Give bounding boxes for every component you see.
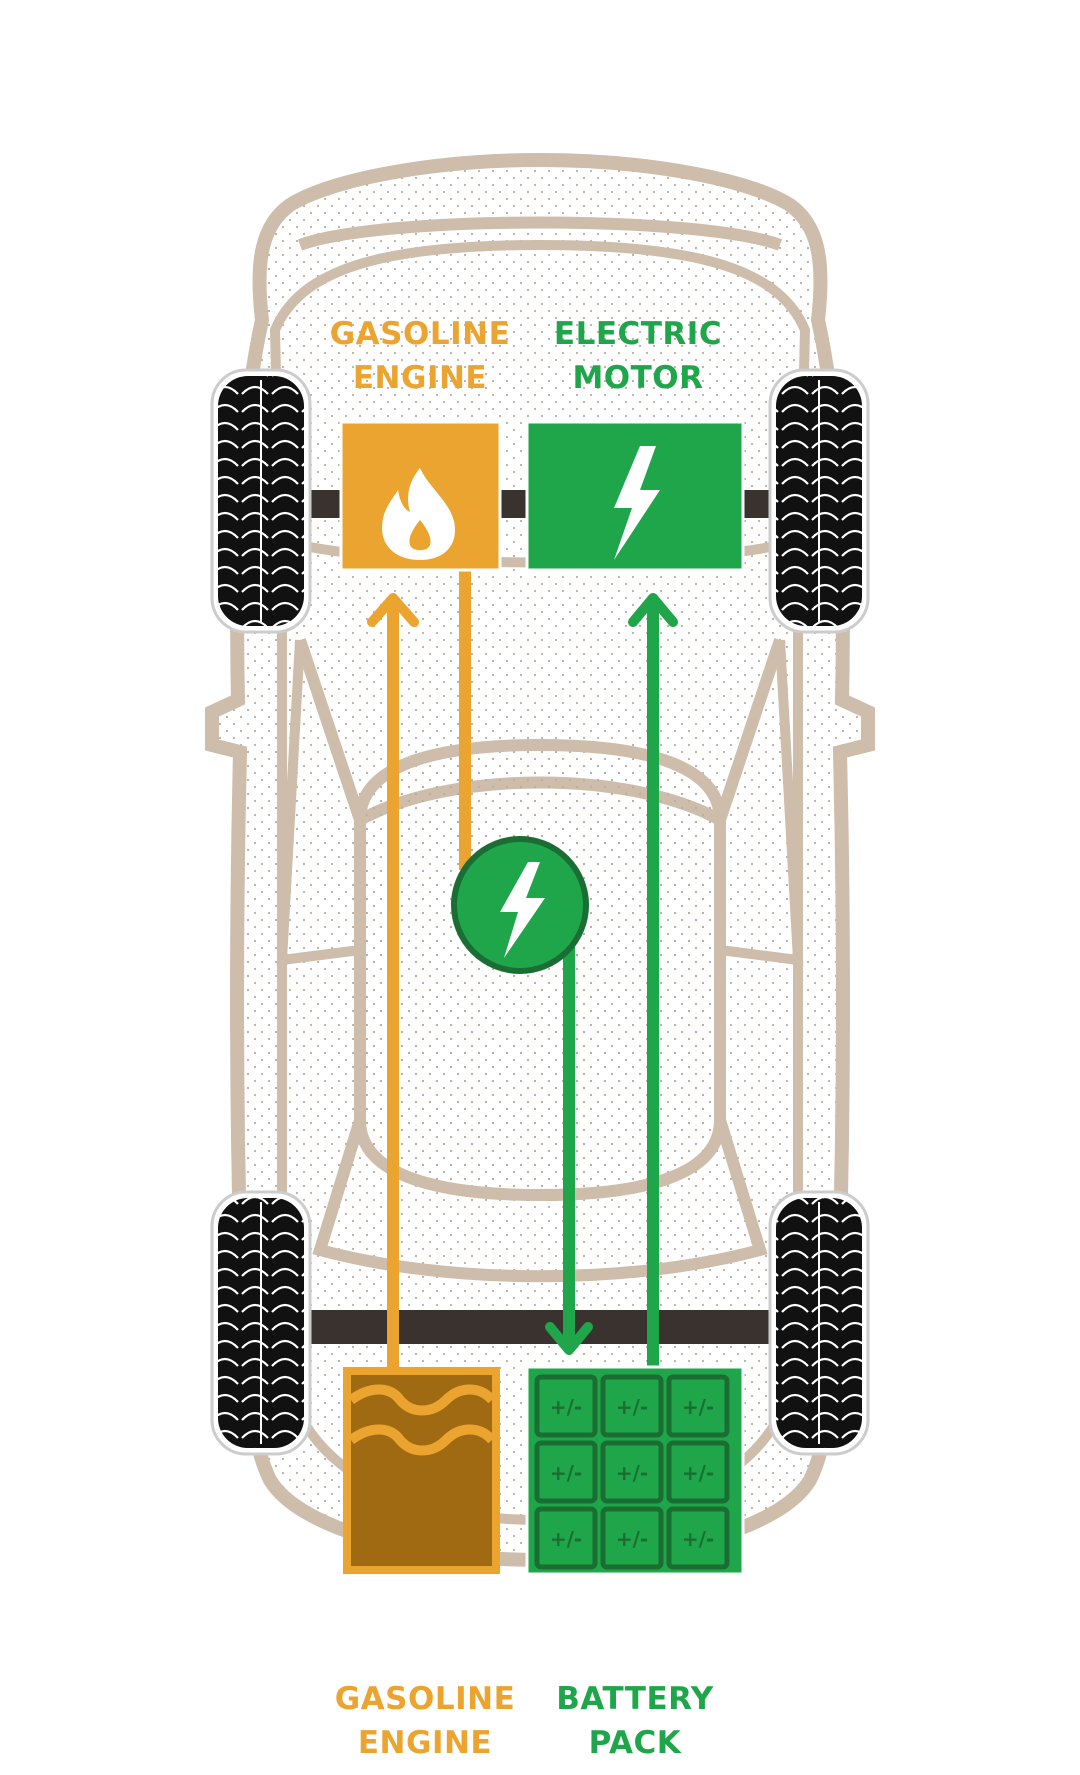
battery-cell-label: +/- (616, 1527, 648, 1551)
electric-motor-box (525, 420, 745, 572)
battery-cells: +/- +/- +/- +/- +/- +/- +/- +/- +/- (534, 1374, 730, 1570)
rear-window (312, 1118, 768, 1283)
label-gasoline-engine-top: GASOLINE ENGINE (305, 312, 535, 400)
battery-cell-label: +/- (682, 1527, 714, 1551)
lightning-circle-icon (500, 862, 545, 958)
tire-rear-left (210, 1190, 312, 1456)
tire-rear-right (768, 1190, 870, 1456)
label-line-1: GASOLINE (329, 316, 511, 352)
fuel-wave-icon (348, 1384, 496, 1416)
tire-front-left (210, 368, 312, 634)
right-a-pillar (719, 639, 804, 966)
battery-pack: +/- +/- +/- +/- +/- +/- +/- +/- +/- (525, 1365, 745, 1576)
flame-icon (382, 468, 455, 560)
battery-cell: +/- (666, 1506, 730, 1570)
right-mirror (838, 695, 873, 757)
battery-cell-label: +/- (682, 1461, 714, 1485)
label-gasoline-engine-bottom: GASOLINE ENGINE (310, 1677, 540, 1765)
front-bumper (297, 216, 783, 251)
battery-cell: +/- (600, 1374, 664, 1438)
lightning-icon (614, 446, 660, 560)
engine-to-generator-line (459, 570, 471, 870)
battery-cell-label: +/- (550, 1461, 582, 1485)
fuel-tank (343, 1367, 500, 1574)
generator-to-battery-arrow (545, 940, 593, 1355)
battery-cell: +/- (600, 1506, 664, 1570)
label-line-2: ENGINE (357, 1725, 493, 1761)
label-line-1: ELECTRIC (553, 316, 723, 352)
battery-cell-label: +/- (550, 1527, 582, 1551)
battery-cell-label: +/- (682, 1395, 714, 1419)
battery-cell-label: +/- (550, 1395, 582, 1419)
battery-cell: +/- (666, 1440, 730, 1504)
battery-cell-label: +/- (616, 1461, 648, 1485)
battery-cell: +/- (534, 1374, 598, 1438)
label-line-1: GASOLINE (334, 1681, 516, 1717)
battery-cell: +/- (534, 1506, 598, 1570)
rear-axle (270, 1310, 810, 1344)
tire-front-right (768, 368, 870, 634)
battery-cell-label: +/- (616, 1395, 648, 1419)
battery-cell: +/- (600, 1440, 664, 1504)
left-a-pillar (276, 639, 361, 966)
label-line-2: ENGINE (352, 360, 488, 396)
label-electric-motor-top: ELECTRIC MOTOR (523, 312, 753, 400)
label-line-2: MOTOR (572, 360, 704, 396)
fuel-to-engine-arrow (367, 593, 419, 1372)
label-line-1: BATTERY (556, 1681, 714, 1717)
battery-cell: +/- (534, 1440, 598, 1504)
gasoline-engine-box (339, 420, 502, 572)
label-line-2: PACK (588, 1725, 682, 1761)
left-mirror (207, 695, 242, 757)
battery-cell: +/- (666, 1374, 730, 1438)
battery-to-motor-arrow (628, 593, 678, 1372)
label-battery-pack-bottom: BATTERY PACK (520, 1677, 750, 1765)
generator-circle (451, 836, 589, 974)
